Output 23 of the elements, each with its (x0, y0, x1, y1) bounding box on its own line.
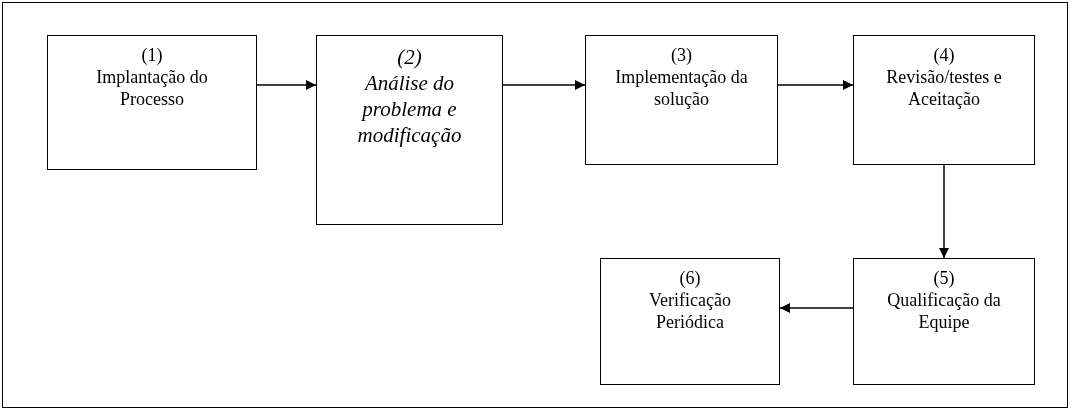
step-number: (6) (678, 267, 702, 289)
step-number: (1) (140, 44, 164, 66)
arrow (256, 80, 317, 90)
step-number: (4) (932, 44, 956, 66)
step-number: (3) (670, 44, 693, 66)
step-label: Implementação da solução (614, 66, 749, 110)
process-box (853, 258, 1035, 385)
arrow (502, 80, 586, 90)
process-box (316, 35, 503, 225)
step-number: (5) (932, 267, 956, 289)
arrow (779, 303, 854, 313)
arrow (777, 80, 854, 90)
arrow (939, 164, 949, 259)
step-label: Implantação do Processo (95, 66, 209, 110)
process-box (600, 258, 780, 385)
process-box (47, 35, 257, 170)
step-label: Revisão/testes e Aceitação (885, 66, 1003, 110)
step-label: Análise do problema e modificação (356, 70, 463, 148)
process-box (585, 35, 778, 165)
step-label: Verificação Periódica (648, 289, 732, 333)
process-box (853, 35, 1035, 165)
step-number: (2) (396, 44, 423, 70)
step-label: Qualificação da Equipe (886, 289, 1002, 333)
